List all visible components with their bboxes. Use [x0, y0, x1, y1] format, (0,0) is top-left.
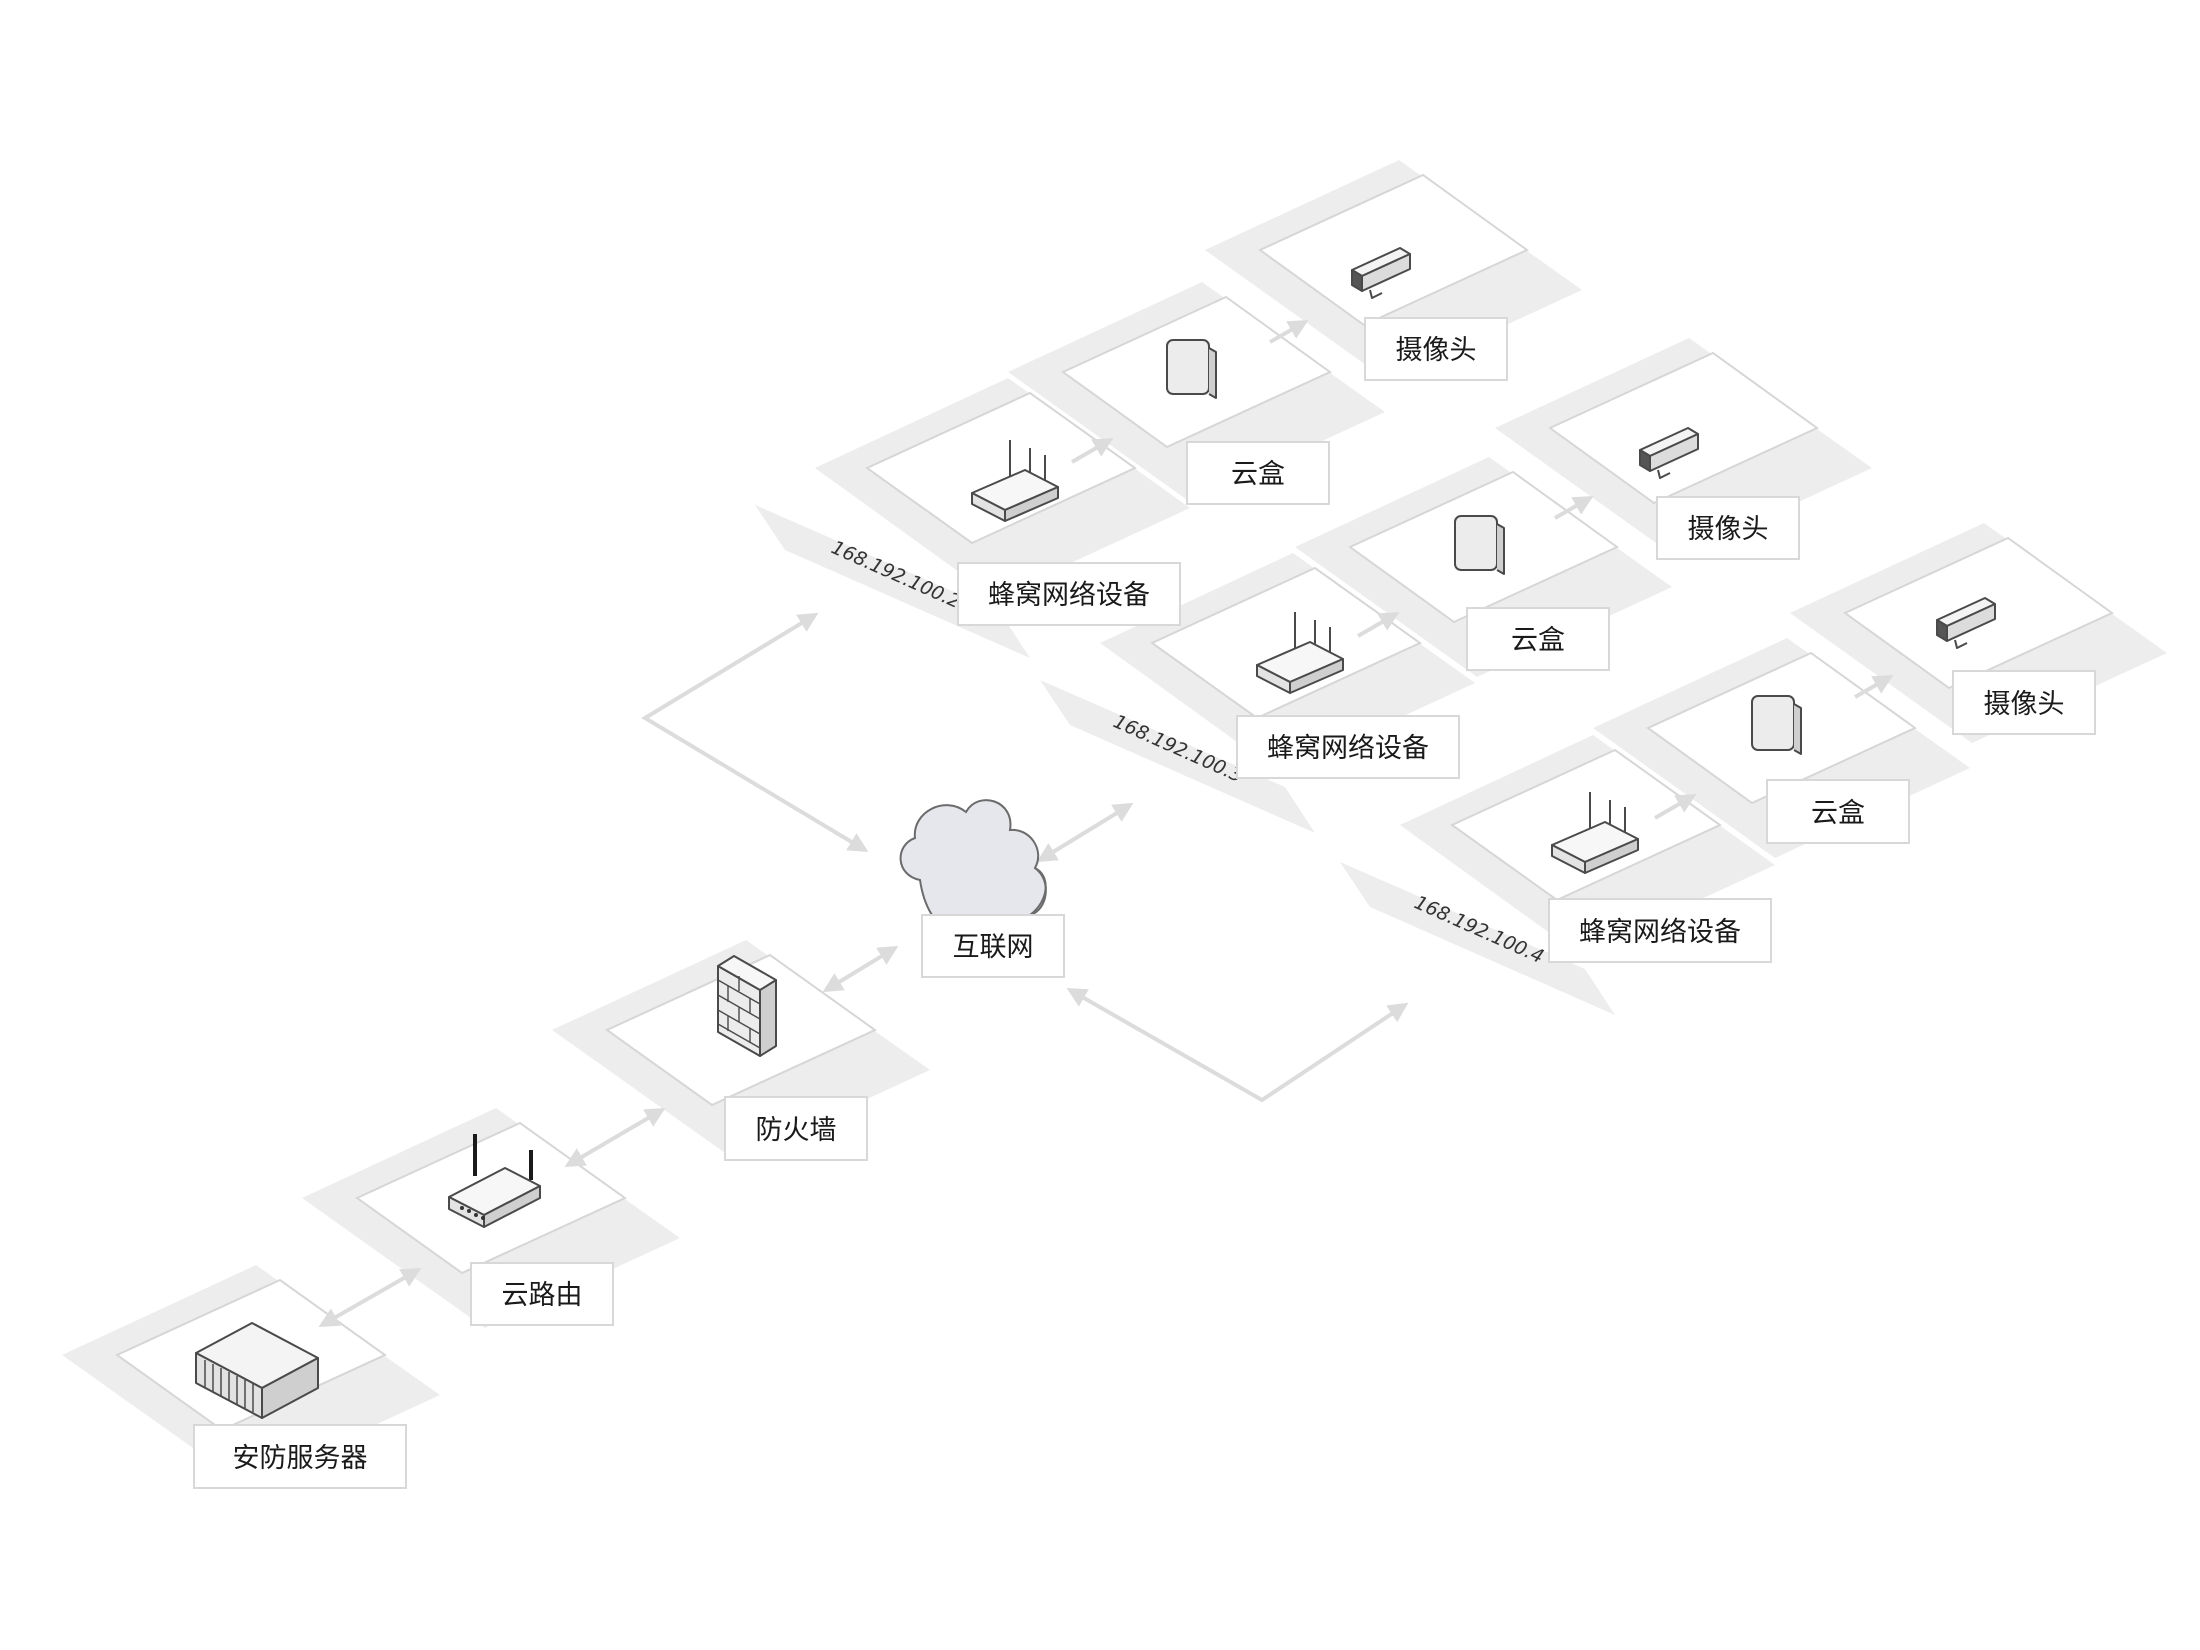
arrow-internet-cellular-1 — [641, 612, 869, 853]
cloud-box-icon — [1454, 515, 1505, 575]
node-label-server: 安防服务器 — [193, 1424, 407, 1489]
arrow-router-firewall — [564, 1107, 666, 1168]
node-label-cloudbox-1: 云盒 — [1186, 441, 1330, 505]
node-label-internet: 互联网 — [921, 914, 1065, 978]
node-label-router: 云路由 — [470, 1262, 614, 1326]
cloudbox-2-label: 云盒 — [1511, 625, 1565, 656]
camera-2-label: 摄像头 — [1688, 514, 1769, 545]
camera-1-label: 摄像头 — [1396, 335, 1477, 366]
firewall-label: 防火墙 — [756, 1115, 837, 1146]
connections — [318, 320, 1894, 1327]
arrow-internet-cellular-3 — [1066, 988, 1409, 1103]
server-label: 安防服务器 — [233, 1443, 368, 1474]
node-label-camera-3: 摄像头 — [1952, 670, 2096, 735]
wifi-router-icon — [448, 1134, 541, 1228]
server-rack-icon — [195, 1322, 319, 1419]
node-label-camera-1: 摄像头 — [1364, 317, 1508, 381]
arrow-server-router — [318, 1268, 422, 1327]
router-label: 云路由 — [502, 1280, 583, 1311]
node-label-cellular-2: 蜂窝网络设备 — [1236, 715, 1460, 779]
cellular-1-label: 蜂窝网络设备 — [988, 580, 1150, 611]
internet-label: 互联网 — [953, 932, 1034, 963]
arrow-cellular-3-cloudbox-3 — [1653, 793, 1697, 820]
firewall-brick-icon — [717, 955, 777, 1057]
cloud-box-icon — [1166, 339, 1217, 399]
cellular-router-icon — [1256, 612, 1344, 694]
node-label-cloudbox-2: 云盒 — [1466, 607, 1610, 671]
node-label-cellular-1: 蜂窝网络设备 — [957, 562, 1181, 626]
cloudbox-1-label: 云盒 — [1231, 459, 1285, 490]
node-label-firewall: 防火墙 — [724, 1096, 868, 1161]
cellular-router-icon — [971, 440, 1059, 522]
arrow-cloudbox-2-camera-2 — [1554, 496, 1594, 520]
arrow-firewall-internet — [822, 945, 899, 993]
camera-3-label: 摄像头 — [1984, 689, 2065, 720]
cellular-router-icon — [1551, 792, 1639, 874]
cellular-2-label: 蜂窝网络设备 — [1267, 733, 1429, 764]
cloud-icon — [899, 799, 1047, 937]
arrow-cellular-2-cloudbox-2 — [1356, 611, 1400, 638]
camera-icon — [1351, 247, 1411, 299]
node-label-cellular-3: 蜂窝网络设备 — [1548, 898, 1772, 963]
cellular-3-label: 蜂窝网络设备 — [1579, 917, 1741, 948]
arrow-cloudbox-1-camera-1 — [1269, 320, 1309, 344]
cloud-box-icon — [1751, 695, 1802, 755]
camera-icon — [1639, 427, 1699, 479]
arrow-internet-cellular-2 — [1036, 802, 1134, 863]
arrow-cellular-1-cloudbox-1 — [1070, 437, 1114, 464]
node-label-cloudbox-3: 云盒 — [1766, 779, 1910, 844]
node-label-camera-2: 摄像头 — [1656, 496, 1800, 560]
arrow-cloudbox-3-camera-3 — [1854, 675, 1894, 699]
cloudbox-3-label: 云盒 — [1811, 798, 1865, 829]
camera-icon — [1936, 597, 1996, 649]
